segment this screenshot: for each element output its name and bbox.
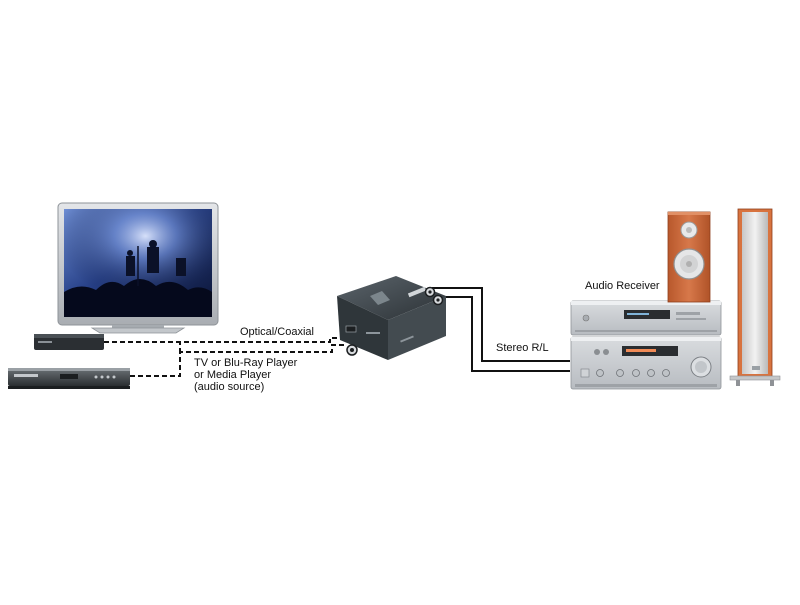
source-label-line1: TV or Blu-Ray Player: [194, 357, 298, 369]
stereo-rl-label: Stereo R/L: [496, 342, 549, 354]
stereo-cable-left: [432, 296, 570, 372]
audio-receiver: [570, 300, 722, 390]
optical-cable-player: [130, 344, 345, 377]
flat-panel-tv: [57, 202, 219, 334]
source-label-line3: (audio source): [194, 381, 265, 393]
stereo-cable-right: [432, 287, 570, 362]
tower-speaker: [729, 208, 781, 386]
audio-receiver-label: Audio Receiver: [585, 280, 660, 292]
set-top-box: [34, 334, 104, 350]
optical-coaxial-label: Optical/Coaxial: [240, 326, 314, 338]
audio-converter-box: [337, 276, 446, 360]
optical-cable-tv: [104, 337, 345, 343]
blu-ray-player: [8, 368, 130, 389]
source-label-line2: or Media Player: [194, 369, 272, 381]
bookshelf-speaker: [667, 211, 711, 303]
